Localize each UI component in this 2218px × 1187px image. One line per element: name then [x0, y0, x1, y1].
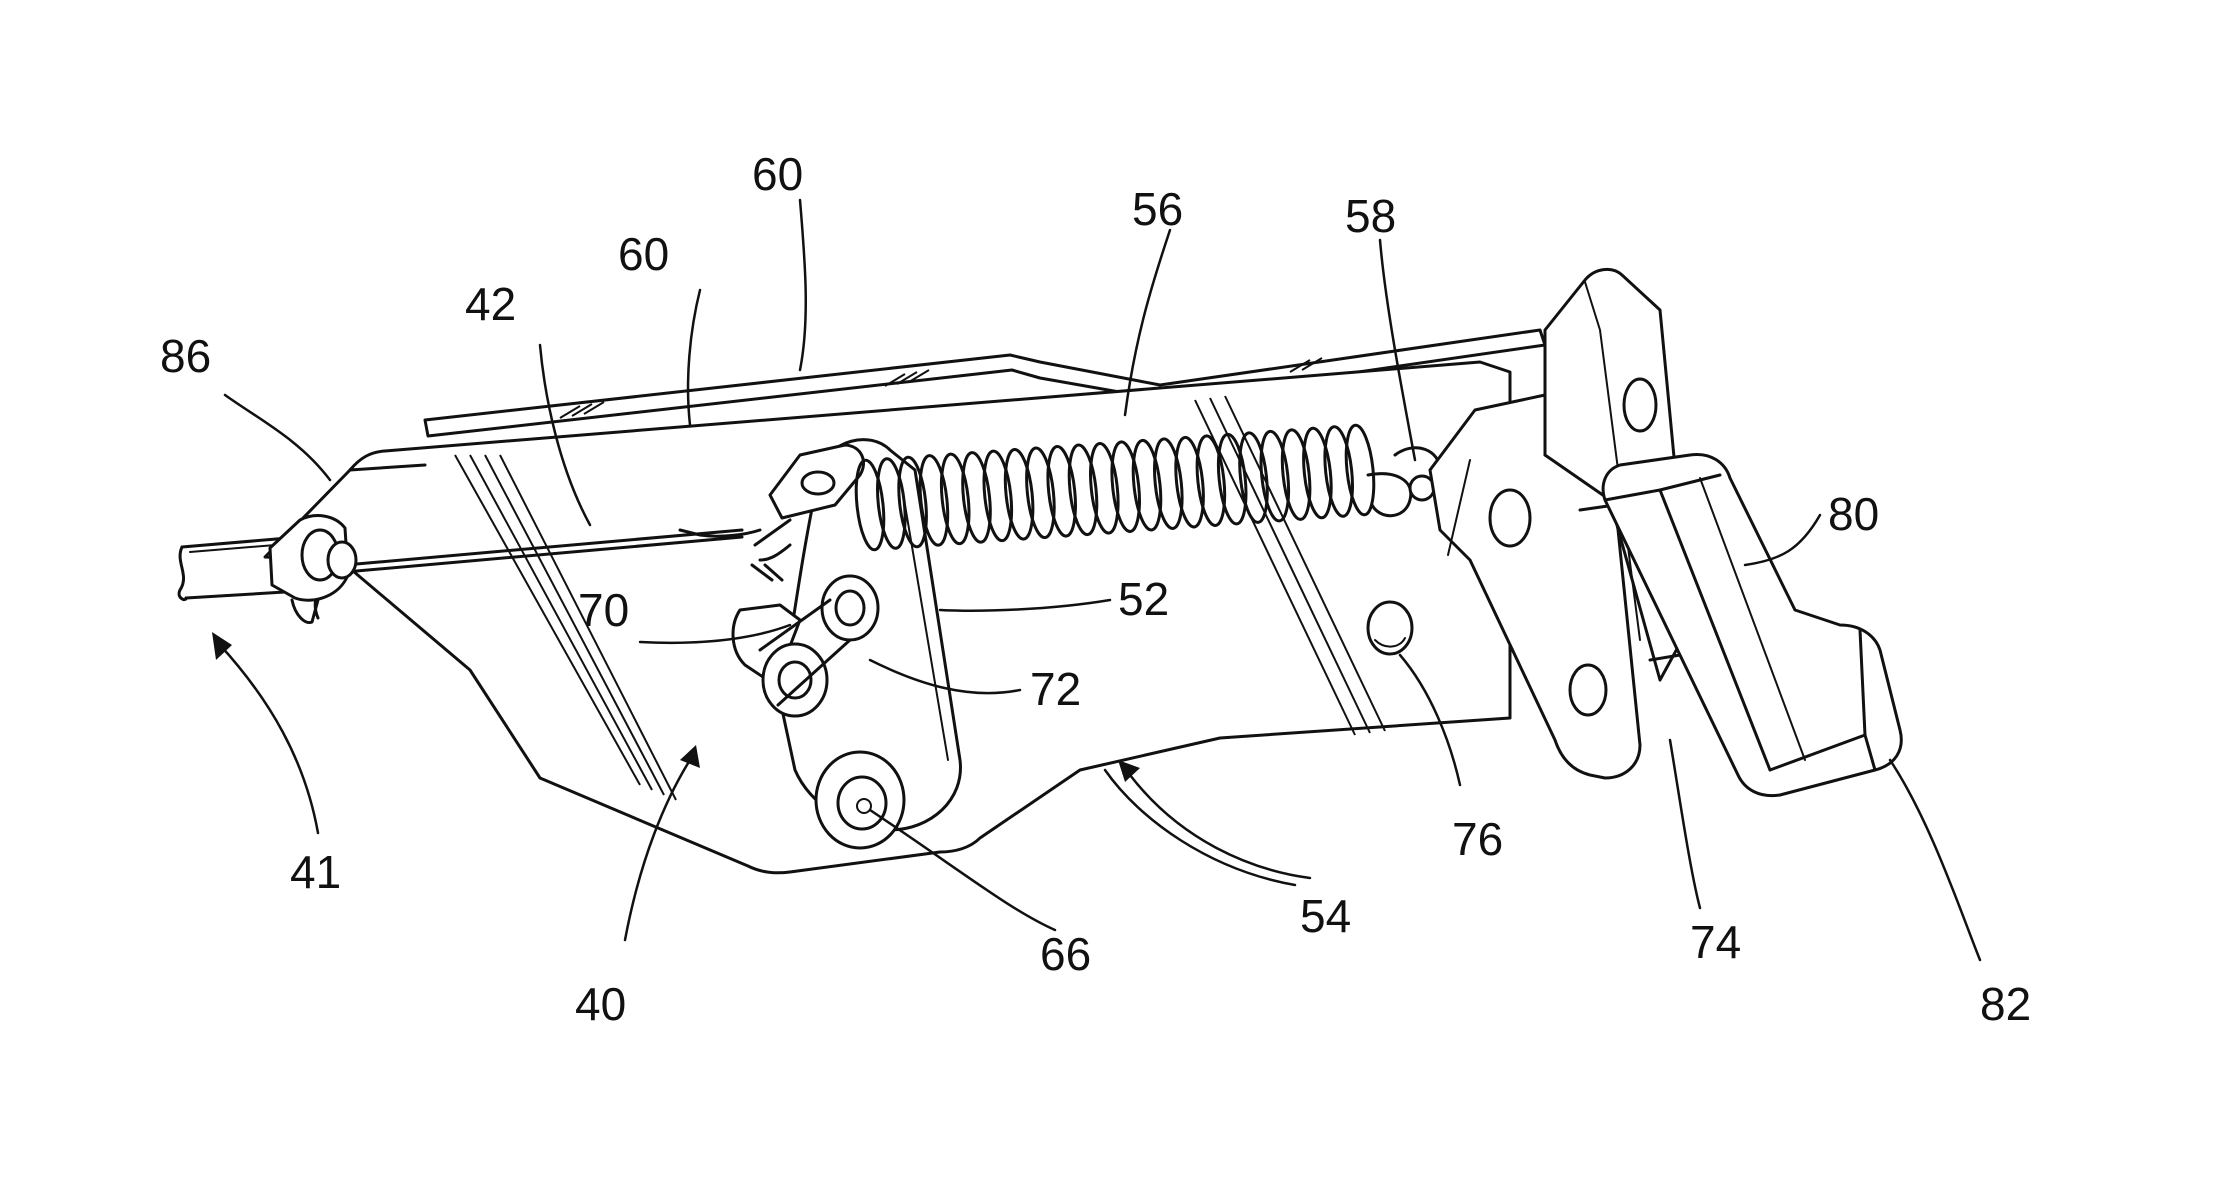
label-40: 40: [575, 978, 626, 1030]
label-54: 54: [1300, 890, 1351, 942]
label-72: 72: [1030, 663, 1081, 715]
label-42: 42: [465, 278, 516, 330]
label-66: 66: [1040, 928, 1091, 980]
plate-fastener: [1368, 602, 1412, 654]
label-52: 52: [1118, 573, 1169, 625]
lower-pivot: [816, 752, 904, 848]
label-41: 41: [290, 846, 341, 898]
label-56: 56: [1132, 183, 1183, 235]
label-80: 80: [1828, 488, 1879, 540]
cable-end-fitting: [270, 516, 356, 623]
label-76: 76: [1452, 813, 1503, 865]
label-58: 58: [1345, 190, 1396, 242]
label-60-lower: 60: [618, 228, 669, 280]
label-60-upper: 60: [752, 148, 803, 200]
label-74: 74: [1690, 916, 1741, 968]
label-70: 70: [578, 584, 629, 636]
label-86: 86: [160, 330, 211, 382]
label-82: 82: [1980, 978, 2031, 1030]
